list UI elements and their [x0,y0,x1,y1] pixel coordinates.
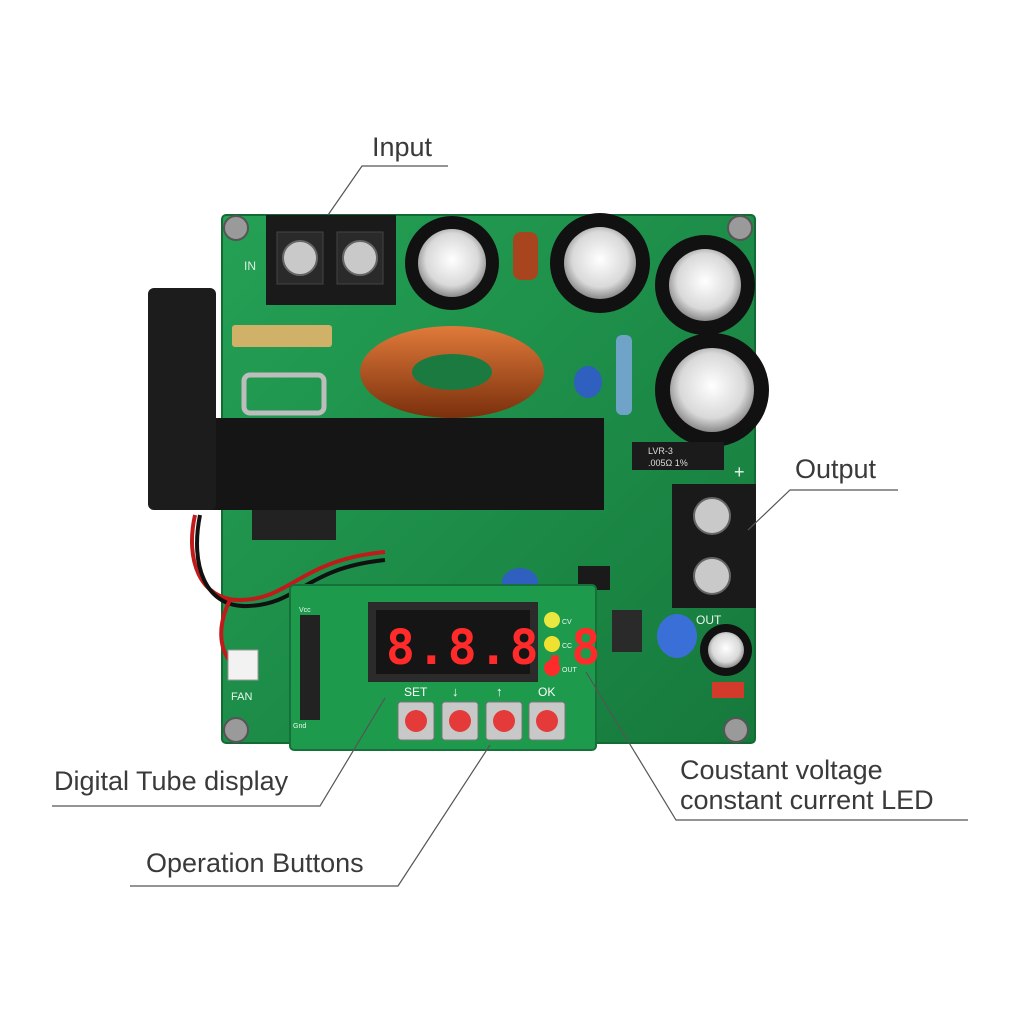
callout-input: Input [372,132,433,162]
jumper-wire [241,372,327,416]
svg-text:CC: CC [562,643,572,650]
output-leader [747,489,898,531]
input-capacitor [405,216,499,310]
pcb-label-out: OUT [696,613,722,627]
blue-ceramic-capacitor [574,366,602,398]
fan-connector [227,649,259,681]
callout-output: Output [795,454,877,484]
out-led [544,660,560,676]
input-terminal-block [266,215,396,305]
callout-led-line1: Coustant voltage [680,755,883,785]
fuse [232,325,332,347]
film-capacitor [513,232,538,280]
down-label: ↓ [452,684,459,699]
up-button [485,701,523,741]
svg-text:CV: CV [562,619,572,626]
cc-led [544,636,560,652]
output-terminal-block [672,484,756,608]
header-pins [300,615,320,720]
callout-digital-tube-display: Digital Tube display [54,766,289,796]
svg-text:.005Ω 1%: .005Ω 1% [648,458,688,468]
operation-buttons-leader [130,744,491,887]
shunt-resistor: LVR-3 .005Ω 1% [632,442,724,470]
digital-tube-display: 8.8.8.8 [368,602,602,682]
status-leds [544,612,560,676]
set-button [397,701,435,741]
svg-text:LVR-3: LVR-3 [648,446,673,456]
svg-text:Gnd: Gnd [293,723,306,730]
callout-operation-buttons: Operation Buttons [146,848,364,878]
fan-wires [190,514,386,603]
set-label: SET [404,685,428,699]
resistor [616,335,632,415]
callout-leader-lines [52,165,968,887]
pcb-label-plus: + [734,462,745,482]
pcb-label-fan: FAN [231,691,252,703]
toroidal-inductor [360,326,544,418]
led-leader [585,671,968,821]
callout-led-line2: constant current LED [680,785,934,815]
input-leader [327,165,448,216]
ok-label: OK [538,685,555,699]
cooling-fan [148,288,216,510]
cv-led [544,612,560,628]
callout-cv-cc-led: Coustant voltage constant current LED [680,755,934,815]
down-button [441,701,479,741]
svg-text:Vcc: Vcc [299,607,311,614]
heatsink [208,418,604,510]
tantalum-capacitor [657,614,697,658]
svg-text:8.8.8.8: 8.8.8.8 [386,620,602,676]
mounting-screws [223,215,753,743]
ok-button [528,701,566,741]
operation-buttons [397,701,566,741]
up-label: ↑ [496,684,503,699]
power-inductor-small [612,610,642,652]
output-capacitors [550,213,769,447]
mosfet [252,510,336,540]
red-smd-component [712,682,744,698]
digital-tube-leader [52,697,386,807]
svg-text:OUT: OUT [562,667,578,674]
pcb-label-in: IN [244,259,256,273]
